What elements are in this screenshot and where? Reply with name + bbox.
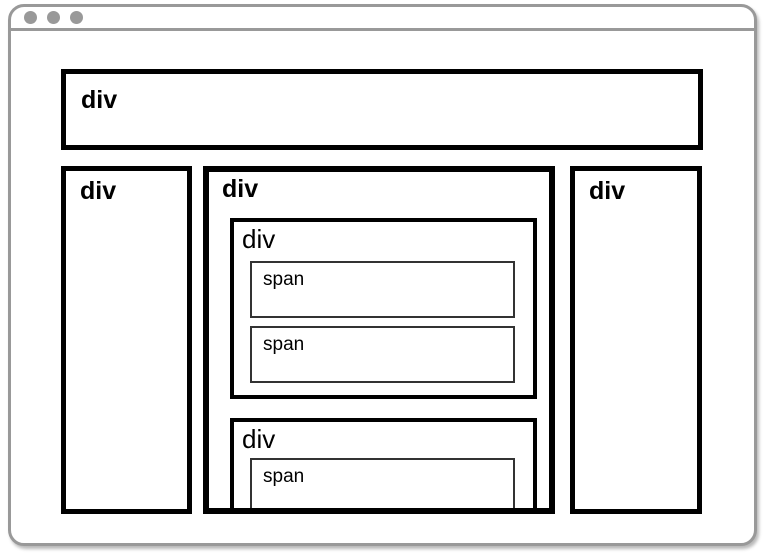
left-column-div-label: div: [80, 177, 117, 205]
header-div-label: div: [81, 86, 118, 114]
right-column-div-label: div: [589, 177, 626, 205]
browser-titlebar: [11, 7, 754, 31]
main-column-div-label: div: [222, 175, 259, 203]
window-control-dot-icon: [24, 11, 37, 24]
nested-div-box-1: div span span: [230, 218, 537, 399]
span-2-label: span: [263, 334, 305, 355]
main-column-div-box: div div span span div span: [203, 166, 555, 514]
window-control-dot-icon: [70, 11, 83, 24]
span-3-label: span: [263, 466, 305, 487]
span-box-1: span: [250, 261, 515, 318]
span-box-3: span: [250, 458, 515, 508]
nested-div-2-label: div: [242, 424, 276, 454]
left-column-div-box: div: [61, 166, 192, 514]
span-1-label: span: [263, 269, 305, 290]
window-control-dot-icon: [47, 11, 60, 24]
header-div-box: div: [61, 69, 703, 150]
nested-div-box-2: div span: [230, 418, 537, 508]
nested-div-1-label: div: [242, 224, 276, 254]
right-column-div-box: div: [570, 166, 702, 514]
span-box-2: span: [250, 326, 515, 383]
